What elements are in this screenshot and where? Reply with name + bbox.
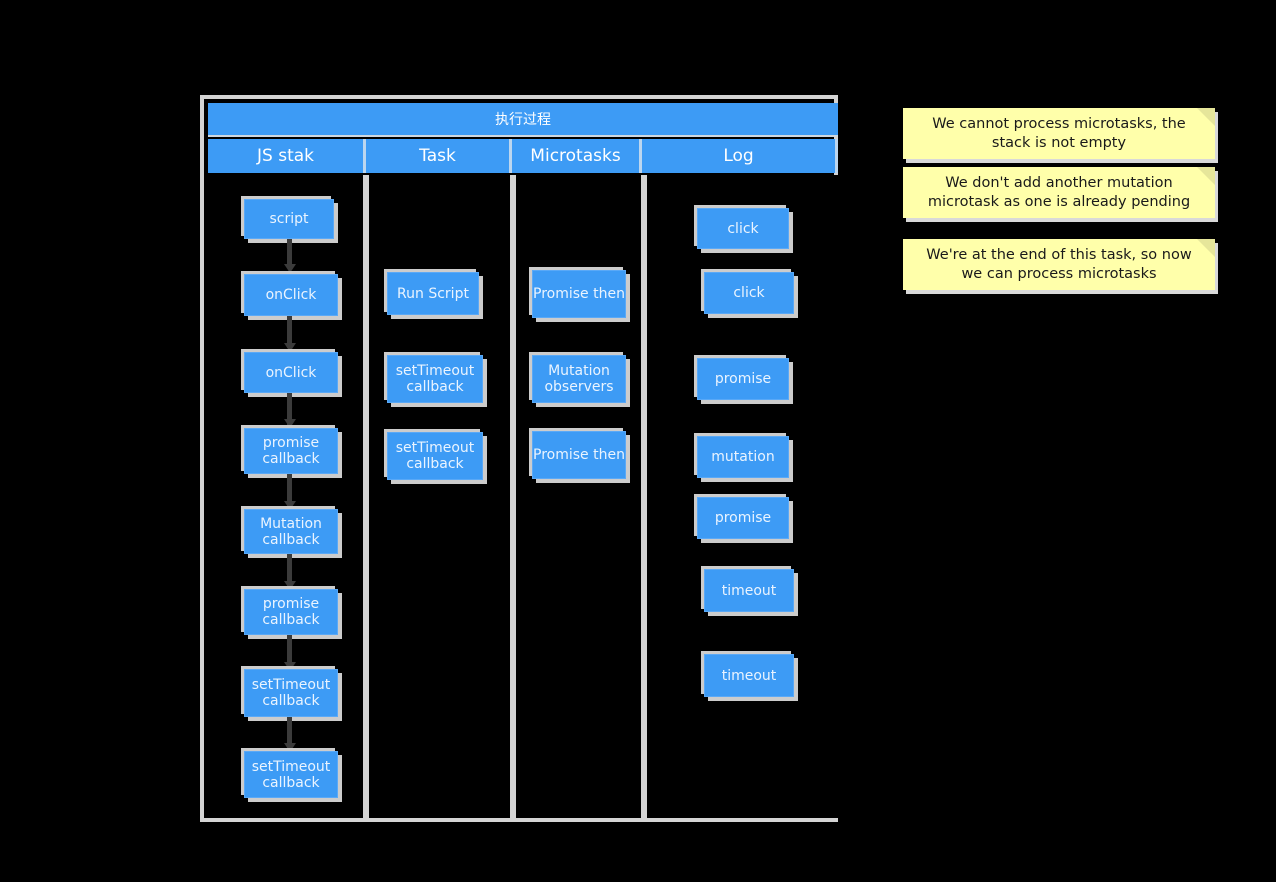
sticky-note-2-text: We don't add another mutation microtask … [927, 174, 1191, 210]
column-header-js-stack[interactable]: JS stak [208, 139, 366, 173]
arrowhead-7 [284, 743, 296, 752]
column-header-microtasks[interactable]: Microtasks [512, 139, 642, 173]
note-fold-corner-icon [1197, 108, 1215, 126]
log-node-click-1[interactable]: click [697, 208, 789, 249]
log-node-click-2[interactable]: click [704, 272, 794, 314]
js-stack-node-promise-callback-1[interactable]: promise callback [244, 428, 338, 474]
log-node-mutation[interactable]: mutation [697, 436, 789, 478]
sticky-note-3[interactable]: We're at the end of this task, so now we… [903, 239, 1218, 290]
arrowhead-5 [284, 581, 296, 590]
js-stack-node-settimeout-callback-1[interactable]: setTimeout callback [244, 669, 338, 717]
js-stack-node-mutation-callback[interactable]: Mutation callback [244, 509, 338, 554]
task-node-run-script[interactable]: Run Script [387, 272, 479, 315]
sticky-note-3-text: We're at the end of this task, so now we… [926, 246, 1192, 282]
microtask-node-promise-then-1[interactable]: Promise then [532, 270, 626, 318]
execution-process-diagram: 执行过程 JS stak Task Microtasks Log script … [200, 95, 838, 822]
log-node-promise-2[interactable]: promise [697, 497, 789, 539]
arrowhead-6 [284, 662, 296, 671]
task-node-settimeout-callback-2[interactable]: setTimeout callback [387, 432, 483, 480]
connector-6 [287, 635, 292, 667]
sticky-note-1-text: We cannot process microtasks, the stack … [932, 115, 1186, 151]
connector-2 [287, 316, 292, 348]
connector-7 [287, 717, 292, 749]
arrowhead-4 [284, 501, 296, 510]
connector-3 [287, 393, 292, 425]
js-stack-node-promise-callback-2[interactable]: promise callback [244, 589, 338, 635]
note-fold-corner-icon [1197, 167, 1215, 185]
sticky-note-2[interactable]: We don't add another mutation microtask … [903, 167, 1218, 218]
js-stack-node-script[interactable]: script [244, 199, 334, 239]
sticky-note-1[interactable]: We cannot process microtasks, the stack … [903, 108, 1218, 159]
diagram-title: 执行过程 [208, 103, 838, 137]
column-header-log[interactable]: Log [642, 139, 838, 173]
arrowhead-3 [284, 419, 296, 428]
arrowhead-1 [284, 264, 296, 273]
connector-5 [287, 554, 292, 586]
column-body-log: click click promise mutation promise tim… [647, 175, 838, 818]
microtask-node-mutation-observers[interactable]: Mutation observers [532, 355, 626, 403]
log-node-timeout-1[interactable]: timeout [704, 569, 794, 612]
microtask-node-promise-then-2[interactable]: Promise then [532, 431, 626, 479]
connector-4 [287, 474, 292, 507]
log-node-timeout-2[interactable]: timeout [704, 654, 794, 697]
note-fold-corner-icon [1197, 239, 1215, 257]
column-header-task[interactable]: Task [366, 139, 512, 173]
column-body-task: Run Script setTimeout callback setTimeou… [369, 175, 516, 818]
js-stack-node-onclick-1[interactable]: onClick [244, 274, 338, 316]
connector-1 [287, 239, 292, 268]
column-body-microtasks: Promise then Mutation observers Promise … [516, 175, 647, 818]
js-stack-node-settimeout-callback-2[interactable]: setTimeout callback [244, 751, 338, 798]
column-body-js-stack: script onClick onClick promise callback … [208, 175, 369, 818]
task-node-settimeout-callback-1[interactable]: setTimeout callback [387, 355, 483, 403]
log-node-promise-1[interactable]: promise [697, 358, 789, 400]
js-stack-node-onclick-2[interactable]: onClick [244, 352, 338, 393]
arrowhead-2 [284, 343, 296, 352]
